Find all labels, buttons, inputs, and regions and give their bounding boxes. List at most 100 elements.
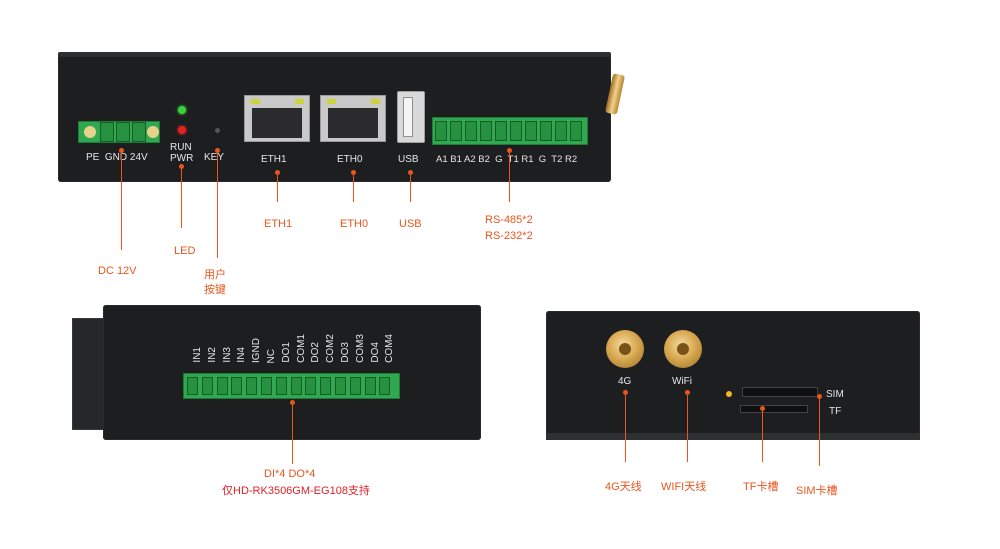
tf-card-slot[interactable] [740,405,808,413]
callout-dot-antwifi [685,390,690,395]
serial-pin [525,121,537,141]
serial-pin [570,121,582,141]
io-pin [320,377,332,395]
io-pin [201,377,213,395]
io-pin [231,377,243,395]
io-label: IN4 [236,347,248,363]
serial-pin [555,121,567,141]
antenna-wifi-center [677,343,689,355]
eth1-led-left [251,99,260,104]
power-pin-2 [116,122,130,142]
io-label: IN3 [221,347,233,363]
io-label: IN1 [192,347,203,363]
io-label: DO2 [310,342,322,363]
eth0-silk-label: ETH0 [337,154,363,165]
io-label: COM4 [384,334,396,363]
callout-sim: SIM卡槽 [796,485,838,497]
eth0-led-left [327,99,336,104]
callout-tf: TF卡槽 [743,481,779,493]
callout-line-eth0 [353,172,354,202]
user-key-button[interactable] [215,128,220,133]
callout-dot-ant4g [623,390,628,395]
callout-line-dc [121,150,122,250]
callout-io-line1: DI*4 DO*4 [264,468,316,480]
callout-line-antwifi [687,392,688,462]
callout-dot-eth1 [275,170,280,175]
power-silk-label: PE GND 24V [86,152,148,163]
serial-pin [435,121,447,141]
io-label: DO3 [340,342,351,363]
io-label: COM3 [354,334,366,363]
io-pin [364,377,376,395]
serial-pin [450,121,462,141]
callout-line-sim [819,396,820,466]
io-pin [216,377,228,395]
callout-io-line2: 仅HD-RK3506GM-EG108支持 [222,485,370,497]
io-pin [335,377,346,395]
io-label: DO1 [280,342,292,363]
callout-line-ant4g [625,392,626,462]
eth1-silk-label: ETH1 [261,154,287,165]
io-pin [187,377,198,395]
eth1-socket [252,108,302,138]
callout-key-line1: 用户 [204,269,226,281]
callout-line-usb [410,172,411,202]
status-led-yellow [726,391,732,397]
io-label: NC [266,348,277,363]
callout-line-led [181,166,182,228]
callout-line-key [217,150,218,258]
run-led [178,106,186,114]
eth0-led-right [371,99,380,104]
io-pin [290,377,302,395]
callout-led: LED [174,245,196,257]
callout-ant4g: 4G天线 [605,481,642,493]
callout-dot-dc [119,148,124,153]
io-pin [349,377,361,395]
io-pin [379,377,391,395]
callout-eth0: ETH0 [340,218,369,230]
callout-line-eth1 [277,172,278,202]
serial-pin [495,121,507,141]
sim-silk-label: SIM [826,389,844,400]
bottom-right-rail [546,433,920,440]
callout-dot-io [290,400,295,405]
pwr-led [178,126,186,134]
led-run-label: RUN [170,142,192,153]
callout-key-line2: 按键 [204,284,226,296]
tf-silk-label: TF [829,406,842,417]
io-label: DO4 [369,342,381,363]
antenna-4g-center [619,343,631,355]
callout-dc: DC 12V [98,265,137,277]
serial-pin [465,121,477,141]
callout-line-tf [762,408,763,462]
io-label: IGND [251,338,263,363]
callout-dot-eth0 [351,170,356,175]
antenna-4g-label: 4G [618,376,632,387]
callout-dot-key [215,148,220,153]
callout-dot-led [179,164,184,169]
callout-dot-sim [817,394,822,399]
callout-line-io [292,402,293,464]
io-pin [305,377,317,395]
callout-antwifi: WIFI天线 [661,481,707,493]
sim-card-slot[interactable] [742,387,818,397]
callout-eth1: ETH1 [264,218,293,230]
callout-dot-serial [507,148,512,153]
usb-silk-label: USB [398,154,419,165]
callout-usb: USB [399,218,422,230]
usb-tongue [403,97,413,137]
serial-pin [540,121,552,141]
antenna-wifi-label: WiFi [672,376,692,387]
callout-serial-line1: RS-485*2 [485,214,533,226]
bottom-right-device-panel [546,311,920,440]
led-pwr-label: PWR [170,153,194,164]
io-label: COM2 [325,334,337,363]
callout-serial-line2: RS-232*2 [485,230,533,242]
callout-line-serial [509,150,510,202]
power-pin-1 [100,122,114,142]
serial-silk-label: A1 B1 A2 B2 G T1 R1 G T2 R2 [436,154,578,165]
serial-pin [510,121,522,141]
eth0-socket [328,108,378,138]
power-terminal-screw-right [147,126,159,138]
top-device-rail [58,52,611,59]
